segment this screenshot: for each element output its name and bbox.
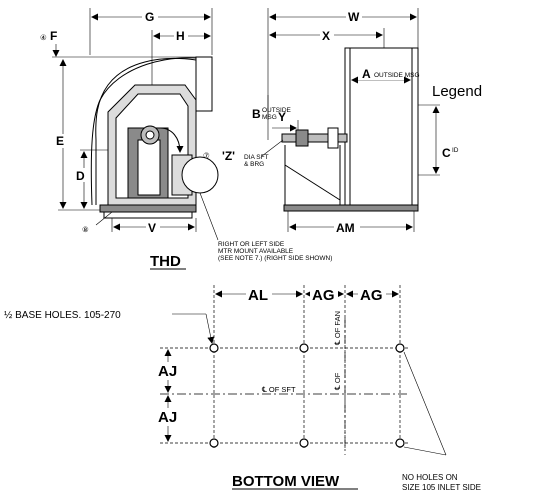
- c-sublabel: ID: [452, 147, 459, 154]
- al-label: AL: [248, 287, 268, 304]
- bottom-view: AL AG AG AJ AJ ½ BASE HOLES. 105-270 ℄ O…: [4, 285, 481, 492]
- cl-fan-label: ℄ OF FAN: [333, 311, 342, 346]
- cl-sft-label: ℄ OF SFT: [261, 385, 296, 394]
- b-sublabel-bot: MSG: [262, 114, 277, 121]
- a-label-bg: [358, 68, 404, 80]
- base-hole: [299, 438, 309, 448]
- base-hole: [395, 438, 405, 448]
- shaft: [281, 133, 348, 143]
- base-hole: [209, 438, 219, 448]
- h-label: H: [176, 29, 185, 43]
- base-holes-leader: [205, 313, 215, 344]
- x-label: X: [322, 29, 330, 43]
- motor-note-line2: MTR MOUNT AVAILABLE: [218, 248, 294, 255]
- note8-marker: ⑧: [82, 225, 89, 234]
- z-label: 'Z': [222, 149, 235, 163]
- aj2-label-bg: [156, 408, 184, 426]
- y-label: Y: [278, 110, 286, 124]
- bearing: [295, 129, 309, 147]
- w-label: W: [348, 10, 360, 24]
- side-base-foot: [103, 211, 193, 219]
- z-desc-1: DIA SFT: [244, 154, 269, 161]
- housing-scroll-outline: [90, 57, 213, 206]
- legend-text: Legend: [432, 83, 482, 100]
- no-holes-line1: NO HOLES ON: [402, 473, 458, 482]
- motor-note-line1: RIGHT OR LEFT SIDE: [218, 241, 285, 248]
- cl-of-label: ℄ OF: [333, 372, 342, 391]
- a-sublabel: OUTSIDE MSG: [374, 72, 420, 79]
- thd-title: THD: [150, 253, 181, 270]
- g-label: G: [145, 10, 154, 24]
- b-sublabel-top: OUTSIDE: [262, 107, 292, 114]
- b-label: B: [252, 107, 261, 121]
- f-note-circle: ④: [40, 33, 47, 42]
- d-label-bg: [74, 168, 88, 182]
- base-hole: [395, 343, 405, 353]
- front-brace: [284, 164, 341, 201]
- ag1-label-bg: [310, 287, 338, 303]
- rotation-arrow: [159, 127, 184, 153]
- ag2-label-bg: [358, 287, 386, 303]
- side-base: [99, 204, 197, 213]
- a-label: A: [362, 67, 371, 81]
- al-label-bg: [246, 287, 272, 303]
- motor: [181, 156, 219, 194]
- z-leader: [261, 139, 284, 157]
- c-label-bg: [440, 145, 458, 161]
- base-hole: [299, 343, 309, 353]
- c-label: C: [442, 146, 451, 160]
- ag2-label: AG: [360, 287, 383, 304]
- z-desc-2: & BRG: [244, 161, 264, 168]
- pulley-hub: [145, 130, 155, 140]
- note8-leader: [95, 211, 113, 226]
- am-label: AM: [336, 221, 355, 235]
- front-base: [283, 204, 419, 212]
- x-label-bg: [320, 28, 334, 42]
- bearing-inner: [137, 139, 161, 196]
- housing-scroll-outer: [95, 57, 213, 205]
- no-holes-leader-1: [403, 351, 447, 456]
- d-label: D: [76, 169, 85, 183]
- f-label: F: [50, 29, 57, 43]
- aj2-label: AJ: [158, 409, 177, 426]
- ag1-label: AG: [312, 287, 335, 304]
- w-label-bg: [346, 10, 362, 24]
- no-holes-leader-2: [403, 446, 447, 456]
- g-label-bg: [142, 10, 158, 24]
- base-hole: [209, 343, 219, 353]
- aj1-label-bg: [156, 362, 184, 380]
- outlet-flange: [195, 56, 213, 112]
- bottom-view-title: BOTTOM VIEW: [232, 473, 340, 490]
- aj1-label: AJ: [158, 363, 177, 380]
- motor-note-leader: [199, 192, 219, 241]
- note7-marker: ⑦: [203, 151, 210, 160]
- am-label-bg: [334, 220, 360, 234]
- v-label: V: [148, 221, 156, 235]
- shaft-collar: [327, 127, 339, 149]
- base-holes-label: ½ BASE HOLES. 105-270: [4, 310, 121, 321]
- motor-note-line3: (SEE NOTE 7.) (RIGHT SIDE SHOWN): [218, 255, 332, 262]
- e-label: E: [56, 134, 64, 148]
- no-holes-line2: SIZE 105 INLET SIDE: [402, 483, 481, 492]
- side-view: G H ④ F E D: [40, 8, 332, 270]
- front-view: W X A OUTSIDE MSG Legend B OUTSIDE MSG Y: [222, 8, 482, 235]
- v-label-bg: [146, 220, 160, 234]
- e-label-bg: [54, 134, 68, 148]
- h-label-bg: [174, 29, 188, 43]
